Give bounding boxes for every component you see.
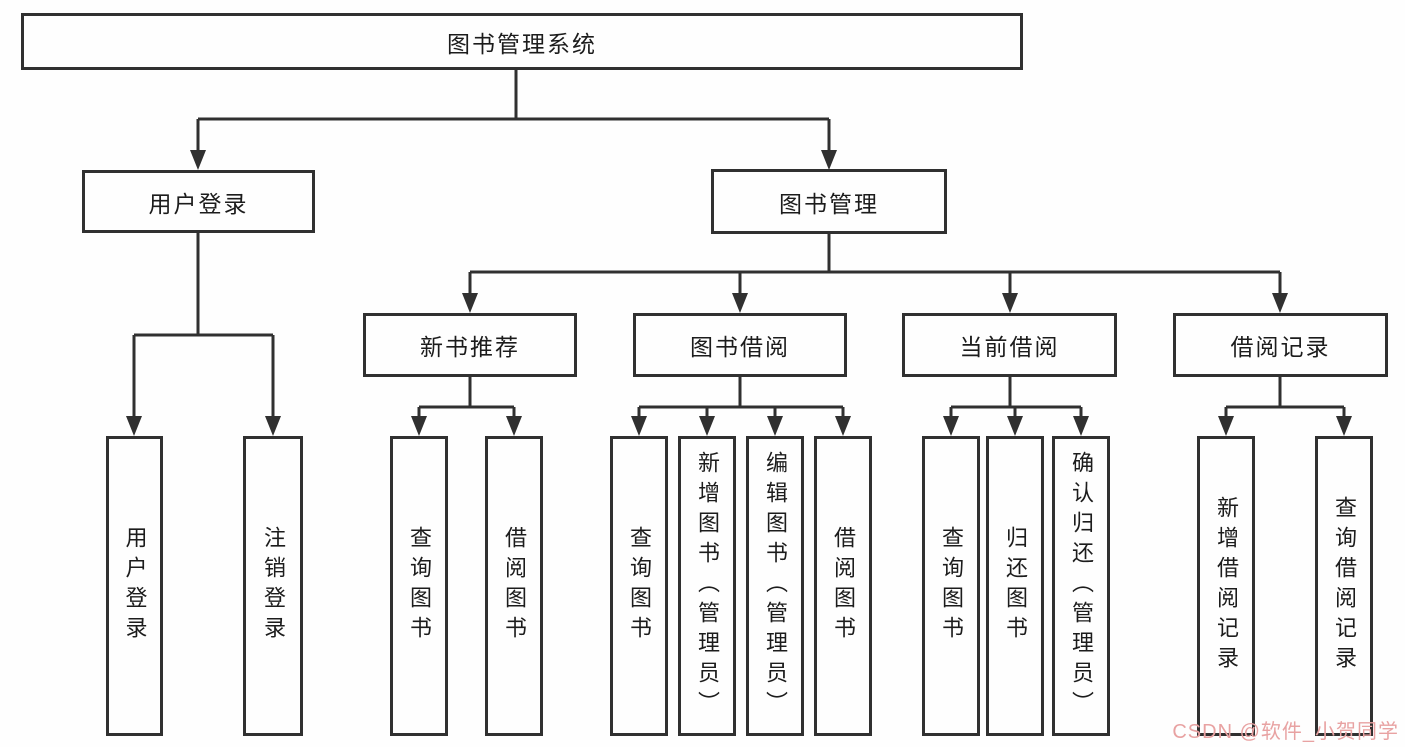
node-label: 查询图书 xyxy=(407,526,432,646)
connector-current-borrow xyxy=(949,377,1083,418)
leaf-query-book-3: 查询图书 xyxy=(922,436,980,736)
node-label: 图书管理系统 xyxy=(447,30,597,57)
connector-borrow-record xyxy=(1224,377,1346,418)
leaf-add-book-admin: 新增图书（管理员） xyxy=(678,436,736,736)
connector-book-borrow xyxy=(637,377,845,418)
node-label: 图书管理 xyxy=(779,190,879,217)
connector-user-login xyxy=(132,233,275,418)
node-label: 确认归还（管理员） xyxy=(1069,451,1094,721)
node-label: 编辑图书（管理员） xyxy=(763,451,788,721)
node-system-root: 图书管理系统 xyxy=(21,13,1023,70)
leaf-edit-book-admin: 编辑图书（管理员） xyxy=(746,436,804,736)
leaf-borrow-book-1: 借阅图书 xyxy=(485,436,543,736)
leaf-return-book: 归还图书 xyxy=(986,436,1044,736)
node-label: 查询借阅记录 xyxy=(1332,496,1357,676)
node-label: 新增借阅记录 xyxy=(1214,496,1239,676)
arrowheads xyxy=(126,150,1352,436)
csdn-watermark: CSDN @软件_小贺同学 xyxy=(1172,721,1399,743)
node-new-book-recommend: 新书推荐 xyxy=(363,313,577,377)
leaf-add-borrow-record: 新增借阅记录 xyxy=(1197,436,1255,736)
node-label: 注销登录 xyxy=(261,526,286,646)
leaf-borrow-book-2: 借阅图书 xyxy=(814,436,872,736)
node-label: 用户登录 xyxy=(148,190,249,217)
node-borrowing-records: 借阅记录 xyxy=(1173,313,1388,377)
connector-new-book xyxy=(417,377,516,418)
node-label: 用户登录 xyxy=(122,526,148,646)
connector-root xyxy=(196,70,831,152)
node-label: 归还图书 xyxy=(1003,526,1028,646)
node-current-borrowing: 当前借阅 xyxy=(902,313,1117,377)
leaf-query-book-2: 查询图书 xyxy=(610,436,668,736)
node-label: 借阅图书 xyxy=(831,526,856,646)
node-book-management: 图书管理 xyxy=(711,169,947,234)
node-label: 借阅记录 xyxy=(1230,334,1331,360)
leaf-user-login: 用户登录 xyxy=(106,436,163,736)
leaf-query-book-1: 查询图书 xyxy=(390,436,448,736)
node-label: 新增图书（管理员） xyxy=(695,451,720,721)
node-user-login: 用户登录 xyxy=(82,170,315,233)
node-label: 查询图书 xyxy=(939,526,964,646)
node-label: 图书借阅 xyxy=(690,334,790,360)
leaf-confirm-return-admin: 确认归还（管理员） xyxy=(1052,436,1110,736)
connector-book-mgmt xyxy=(468,233,1282,295)
node-label: 新书推荐 xyxy=(420,334,520,360)
node-book-borrowing: 图书借阅 xyxy=(633,313,847,377)
node-label: 借阅图书 xyxy=(502,526,527,646)
node-label: 查询图书 xyxy=(627,526,652,646)
node-label: 当前借阅 xyxy=(959,334,1060,360)
leaf-query-borrow-record: 查询借阅记录 xyxy=(1315,436,1373,736)
leaf-logout: 注销登录 xyxy=(243,436,303,736)
